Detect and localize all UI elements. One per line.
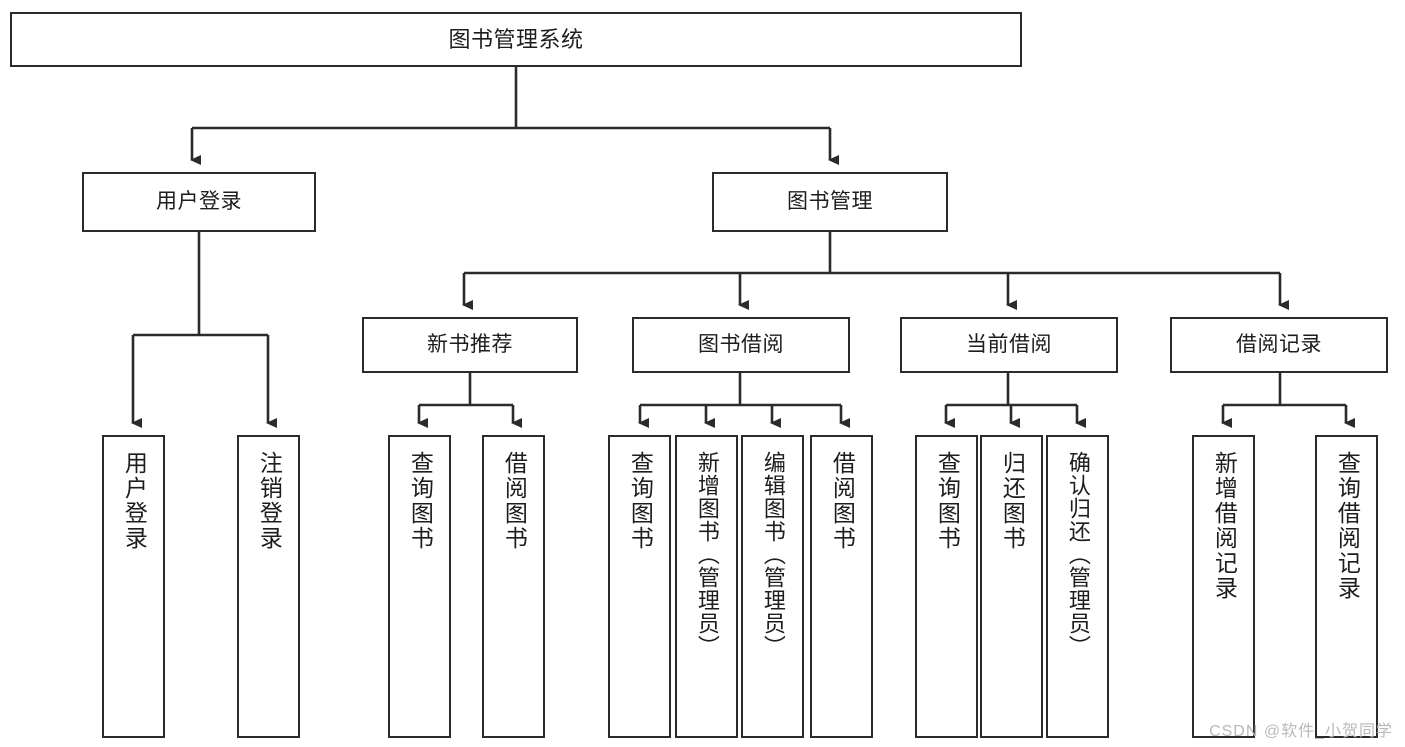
leaf-query-book-1-label: 查询图书 — [407, 451, 434, 551]
leaf-query-borrow-record[interactable]: 查询借阅记录 — [1315, 435, 1378, 738]
leaf-logout[interactable]: 注销登录 — [237, 435, 300, 738]
leaf-borrow-book-1[interactable]: 借阅图书 — [482, 435, 545, 738]
leaf-logout-label: 注销登录 — [256, 451, 283, 551]
leaf-user-login[interactable]: 用户登录 — [102, 435, 165, 738]
leaf-edit-book-admin[interactable]: 编辑图书（管理员） — [741, 435, 804, 738]
node-root-book-management-system[interactable]: 图书管理系统 — [10, 12, 1022, 67]
leaf-borrow-book-1-label: 借阅图书 — [501, 451, 528, 551]
leaf-add-book-admin[interactable]: 新增图书（管理员） — [675, 435, 738, 738]
node-borrow-record-label: 借阅记录 — [1236, 332, 1322, 356]
leaf-query-book-1[interactable]: 查询图书 — [388, 435, 451, 738]
leaf-confirm-return-admin[interactable]: 确认归还（管理员） — [1046, 435, 1109, 738]
node-book-borrow[interactable]: 图书借阅 — [632, 317, 850, 373]
node-book-borrow-label: 图书借阅 — [698, 332, 784, 356]
leaf-query-book-3-label: 查询图书 — [934, 451, 961, 551]
leaf-borrow-book-2-label: 借阅图书 — [829, 451, 856, 551]
node-book-manage[interactable]: 图书管理 — [712, 172, 948, 232]
node-current-borrow-label: 当前借阅 — [966, 332, 1052, 356]
node-borrow-record[interactable]: 借阅记录 — [1170, 317, 1388, 373]
node-new-book-recommend[interactable]: 新书推荐 — [362, 317, 578, 373]
node-user-login-label: 用户登录 — [156, 189, 242, 213]
leaf-borrow-book-2[interactable]: 借阅图书 — [810, 435, 873, 738]
leaf-query-book-3[interactable]: 查询图书 — [915, 435, 978, 738]
leaf-return-book[interactable]: 归还图书 — [980, 435, 1043, 738]
leaf-query-book-2-label: 查询图书 — [627, 451, 654, 551]
leaf-edit-book-admin-label: 编辑图书（管理员） — [760, 451, 786, 658]
node-current-borrow[interactable]: 当前借阅 — [900, 317, 1118, 373]
leaf-add-borrow-record[interactable]: 新增借阅记录 — [1192, 435, 1255, 738]
leaf-add-borrow-record-label: 新增借阅记录 — [1211, 451, 1238, 601]
leaf-query-borrow-record-label: 查询借阅记录 — [1334, 451, 1361, 601]
leaf-user-login-label: 用户登录 — [121, 451, 148, 551]
node-user-login[interactable]: 用户登录 — [82, 172, 316, 232]
node-new-book-recommend-label: 新书推荐 — [427, 332, 513, 356]
leaf-query-book-2[interactable]: 查询图书 — [608, 435, 671, 738]
leaf-confirm-return-admin-label: 确认归还（管理员） — [1065, 451, 1091, 658]
node-root-label: 图书管理系统 — [448, 26, 584, 52]
node-book-manage-label: 图书管理 — [787, 189, 873, 213]
leaf-return-book-label: 归还图书 — [999, 451, 1026, 551]
watermark-csdn: CSDN @软件_小贺同学 — [1209, 723, 1393, 740]
leaf-add-book-admin-label: 新增图书（管理员） — [694, 451, 720, 658]
